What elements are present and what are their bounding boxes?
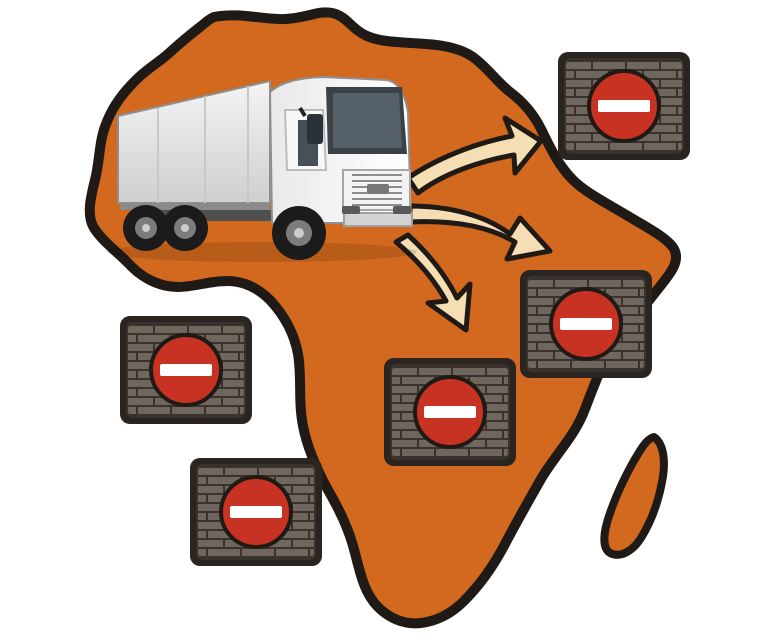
- brick-wall-icon: [188, 456, 324, 568]
- madagascar-island-icon: [600, 433, 668, 559]
- trade-arrow-icon: [393, 232, 473, 333]
- brick-wall-icon: [118, 314, 254, 426]
- brick-wall-icon: [556, 50, 692, 162]
- brick-wall-icon: [382, 356, 518, 468]
- trade-arrow-icon: [405, 115, 544, 196]
- trade-arrow-icon: [407, 203, 553, 262]
- brick-wall-icon: [518, 268, 654, 380]
- truck-icon: [107, 75, 417, 262]
